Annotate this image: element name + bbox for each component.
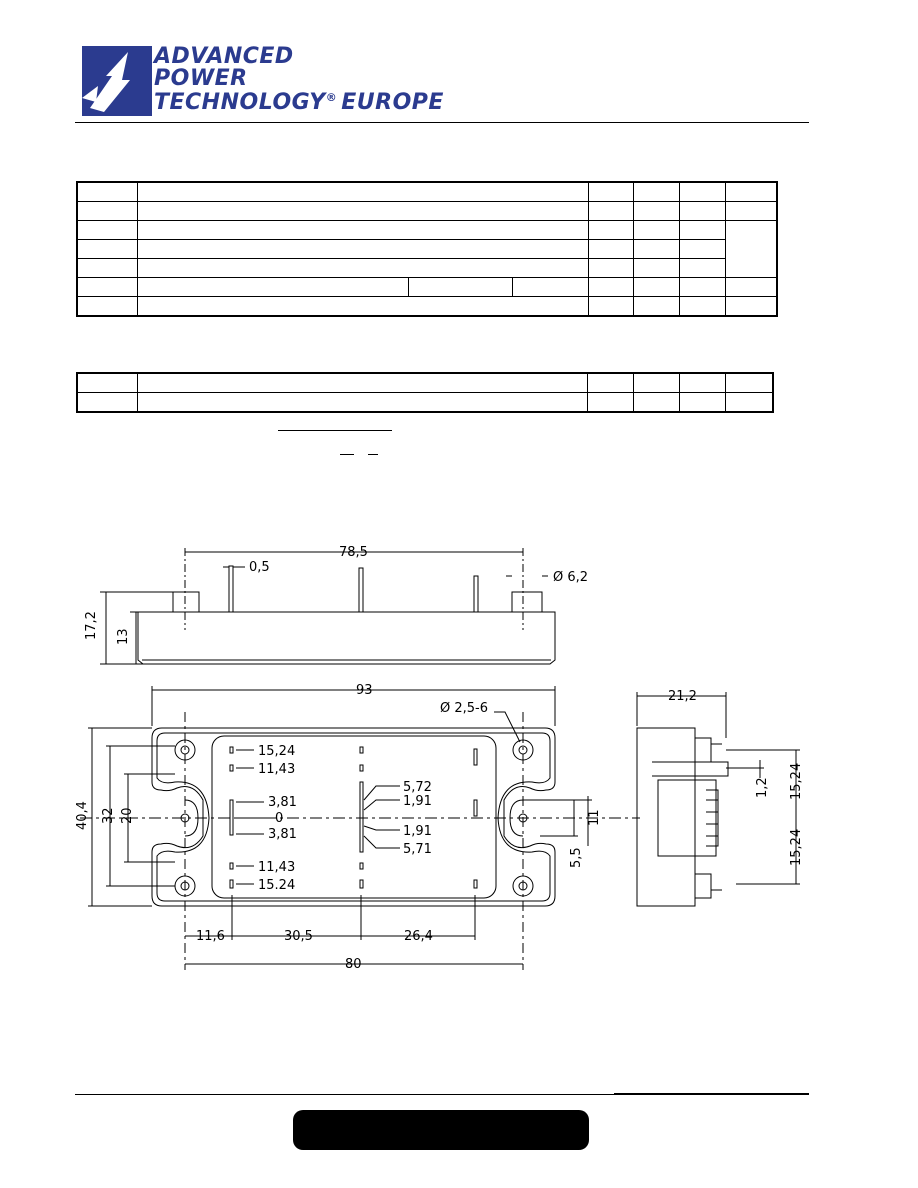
table-row — [76, 296, 778, 317]
formula-bar-2 — [368, 454, 378, 455]
pin-label: 0 — [275, 811, 283, 826]
table-row — [76, 392, 774, 413]
pin-label: 11,43 — [258, 860, 295, 875]
footer-badge — [293, 1110, 589, 1150]
logo-registered: ® — [325, 91, 338, 104]
formula-bar-1 — [340, 454, 354, 455]
dim-end-width: 21,2 — [668, 689, 697, 704]
logo-line-1: ADVANCED — [154, 44, 294, 69]
dim-side-total-height: 17,2 — [84, 611, 99, 640]
logo-europe: EUROPE — [341, 90, 444, 115]
side-view — [100, 548, 556, 665]
table-row — [76, 258, 777, 278]
dim-pin-width: 0,5 — [249, 560, 270, 575]
logo-line-3: TECHNOLOGY®EUROPE — [154, 92, 444, 114]
dim-top-length: 93 — [356, 683, 373, 698]
dim-a: 11,6 — [196, 929, 225, 944]
dim-pitch-lower: 15,24 — [789, 829, 804, 866]
footer-rule — [75, 1094, 809, 1095]
pin-label: 3,81 — [268, 795, 297, 810]
top-view — [80, 686, 640, 970]
dim-slot-pitch: 20 — [120, 807, 135, 824]
logo-mark-icon — [82, 46, 152, 116]
pin-label: 1,91 — [403, 824, 432, 839]
table-row — [76, 220, 778, 278]
pin-label: 5,71 — [403, 842, 432, 857]
table-row — [76, 201, 778, 221]
dim-side-body-height: 13 — [116, 628, 131, 645]
header-rule — [75, 122, 809, 123]
pin-label: 1,91 — [403, 794, 432, 809]
spec-table-1 — [76, 181, 778, 317]
table-row — [76, 372, 774, 393]
end-view — [636, 692, 800, 907]
formula-overline — [278, 430, 392, 431]
dim-slot-depth: 5,5 — [569, 847, 584, 868]
pin-label: 15,24 — [258, 744, 295, 759]
pin-label: 5,72 — [403, 780, 432, 795]
pin-label: 15.24 — [258, 878, 295, 893]
dim-top-total-height: 40,4 — [75, 801, 90, 830]
logo-technology: TECHNOLOGY — [154, 90, 326, 115]
dim-slot-width: 11 — [587, 809, 602, 826]
dim-b: 30,5 — [284, 929, 313, 944]
dim-c: 26,4 — [404, 929, 433, 944]
pin-label: 11,43 — [258, 762, 295, 777]
company-logo: ADVANCED POWER TECHNOLOGY®EUROPE — [82, 46, 452, 118]
dim-pin-offset: 1,2 — [755, 777, 770, 798]
table-row — [76, 277, 778, 297]
dim-hole-spec: Ø 2,5-6 — [440, 701, 488, 716]
footer-rule-thick — [614, 1093, 809, 1095]
dim-hole-pitch-h: 80 — [345, 957, 362, 972]
dim-hole-diameter: Ø 6,2 — [553, 570, 588, 585]
table-row — [76, 239, 777, 259]
spec-table-2 — [76, 372, 774, 413]
pin-label: 3,81 — [268, 827, 297, 842]
dim-hole-pitch-v: 32 — [101, 807, 116, 824]
logo-line-2: POWER — [154, 66, 248, 91]
dim-side-width: 78,5 — [339, 545, 368, 560]
dim-pitch-upper: 15,24 — [789, 763, 804, 800]
